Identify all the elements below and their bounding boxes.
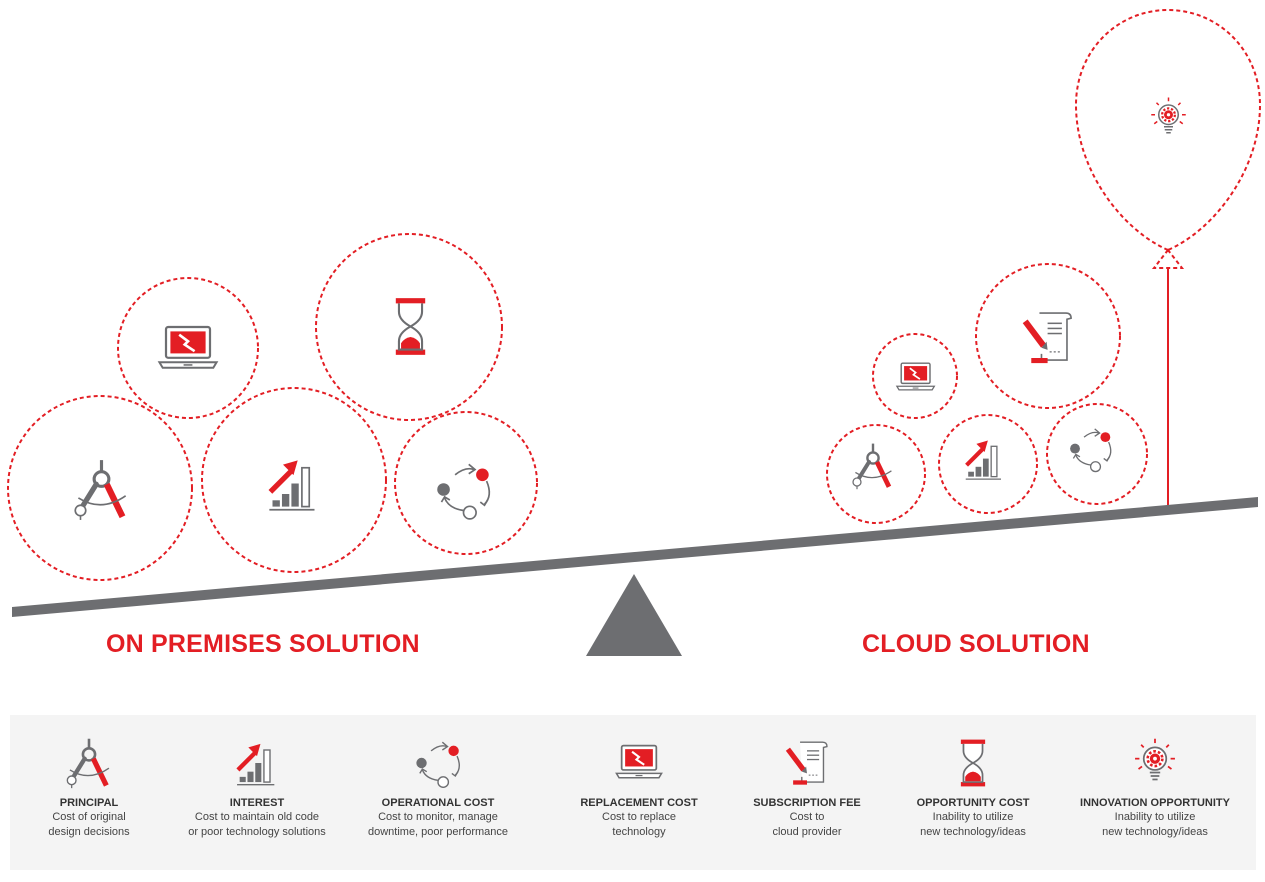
legend-item-name: OPERATIONAL COST — [381, 797, 495, 809]
legend-item-name: OPPORTUNITY COST — [916, 797, 1030, 809]
cycle-icon — [415, 741, 460, 788]
replacement-cost-bubble — [872, 333, 958, 419]
legend-item-desc-line1: Inability to utilize — [1114, 811, 1196, 823]
interest-bubble — [201, 387, 387, 573]
operational-cost-bubble — [1046, 403, 1148, 505]
scale-fulcrum — [586, 574, 682, 656]
growth-chart-icon — [269, 460, 314, 509]
lightbulb-icon — [1133, 737, 1177, 781]
legend-item-opportunity-cost: OPPORTUNITY COST Inability to utilize ne… — [888, 715, 1058, 870]
principal-bubble — [826, 424, 926, 524]
legend-item-desc-line1: Cost to — [789, 811, 825, 823]
growth-chart-icon — [966, 441, 1001, 480]
broken-laptop-icon — [158, 325, 218, 370]
innovation-balloon — [1074, 8, 1262, 508]
compass-icon — [75, 460, 125, 520]
legend-item-operational-cost: OPERATIONAL COST Cost to monitor, manage… — [353, 715, 523, 870]
cloud-cost-bubbles — [826, 263, 1148, 524]
legend-item-name: SUBSCRIPTION FEE — [753, 797, 861, 809]
legend-item-subscription-fee: SUBSCRIPTION FEE Cost to cloud provider — [722, 715, 892, 870]
lightbulb-icon — [1150, 96, 1187, 134]
principal-bubble — [7, 395, 193, 581]
legend-item-desc-line2: new technology/ideas — [1102, 826, 1208, 838]
contract-icon — [1025, 313, 1071, 363]
legend-item-desc-line1: Cost to replace — [602, 811, 676, 823]
cloud-title: CLOUD SOLUTION — [862, 630, 1090, 658]
replacement-cost-bubble — [117, 277, 259, 419]
compass-icon — [63, 737, 115, 789]
legend-item-desc-line1: Cost to maintain old code — [194, 811, 320, 823]
legend-item-name: REPLACEMENT COST — [580, 797, 698, 809]
legend-item-innovation-opportunity: INNOVATION OPPORTUNITY Inability to util… — [1070, 715, 1240, 870]
legend-panel: PRINCIPAL Cost of original design decisi… — [10, 715, 1256, 870]
growth-chart-icon — [231, 737, 283, 789]
legend-item-desc-line1: Inability to utilize — [932, 811, 1014, 823]
balance-scale-diagram — [7, 8, 1262, 656]
legend-item-desc-line2: new technology/ideas — [920, 826, 1026, 838]
legend-item-desc-line2: or poor technology solutions — [188, 826, 326, 838]
operational-cost-bubble — [394, 411, 538, 555]
legend-item-interest: INTEREST Cost to maintain old code or po… — [172, 715, 342, 870]
hourglass-icon — [959, 738, 987, 788]
legend-item-name: INTEREST — [229, 797, 285, 809]
hourglass-icon — [394, 297, 427, 356]
legend-item-desc-line2: cloud provider — [772, 826, 842, 838]
subscription-fee-bubble — [975, 263, 1121, 409]
opportunity-cost-bubble — [315, 233, 503, 421]
legend-item-desc-line2: downtime, poor performance — [367, 826, 508, 838]
legend-item-desc-line2: design decisions — [48, 826, 130, 838]
legend-item-desc-line2: technology — [612, 826, 666, 838]
legend-item-desc-line1: Cost to monitor, manage — [378, 811, 498, 823]
legend-item-replacement-cost: REPLACEMENT COST Cost to replace technol… — [554, 715, 724, 870]
contract-icon — [781, 737, 833, 789]
cycle-icon — [436, 463, 491, 520]
legend-item-desc-line1: Cost of original — [52, 811, 126, 823]
compass-icon — [853, 444, 891, 490]
on-premises-cost-bubbles — [7, 233, 538, 581]
cycle-icon — [1069, 428, 1112, 473]
legend-item-principal: PRINCIPAL Cost of original design decisi… — [4, 715, 174, 870]
broken-laptop-icon — [896, 362, 936, 391]
broken-laptop-icon — [615, 744, 663, 779]
legend-item-name: INNOVATION OPPORTUNITY — [1080, 797, 1230, 809]
legend-item-name: PRINCIPAL — [59, 797, 119, 809]
on-premises-title: ON PREMISES SOLUTION — [106, 630, 420, 658]
scale-beam — [12, 497, 1258, 617]
interest-bubble — [938, 414, 1038, 514]
